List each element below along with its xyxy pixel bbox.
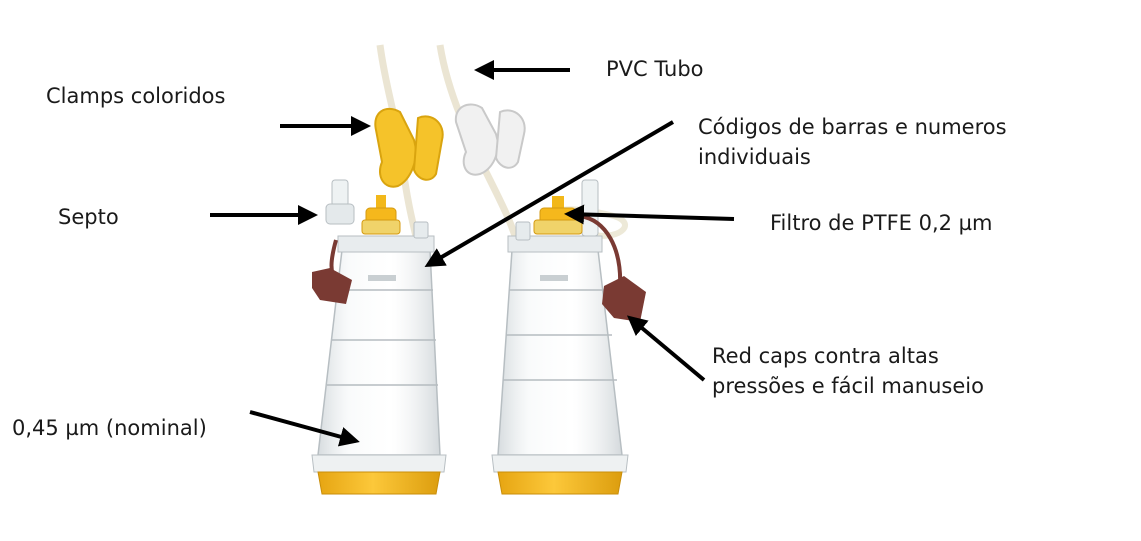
arrow-barcodes	[424, 120, 675, 268]
left-filter-unit	[311, 179, 447, 495]
barcode-marking	[368, 275, 396, 281]
arrow-red-caps	[626, 315, 706, 382]
arrow-ptfe-filter	[564, 204, 735, 225]
label-barcodes-line1: Códigos de barras e numeros	[698, 115, 1007, 139]
clamps	[374, 103, 526, 188]
label-pore-size: 0,45 µm (nominal)	[12, 416, 207, 440]
label-pvc-tube: PVC Tubo	[606, 57, 704, 81]
arrows	[210, 60, 735, 447]
label-colored-clamps: Clamps coloridos	[46, 84, 226, 108]
label-red-caps-line1: Red caps contra altas	[712, 344, 939, 368]
label-red-caps-line2: pressões e fácil manuseio	[712, 374, 984, 398]
label-ptfe-filter: Filtro de PTFE 0,2 µm	[770, 211, 993, 235]
label-barcodes-line2: individuais	[698, 145, 811, 169]
arrow-pore-size	[249, 410, 360, 447]
right-filter-unit	[491, 179, 646, 495]
label-septum: Septo	[58, 205, 119, 229]
